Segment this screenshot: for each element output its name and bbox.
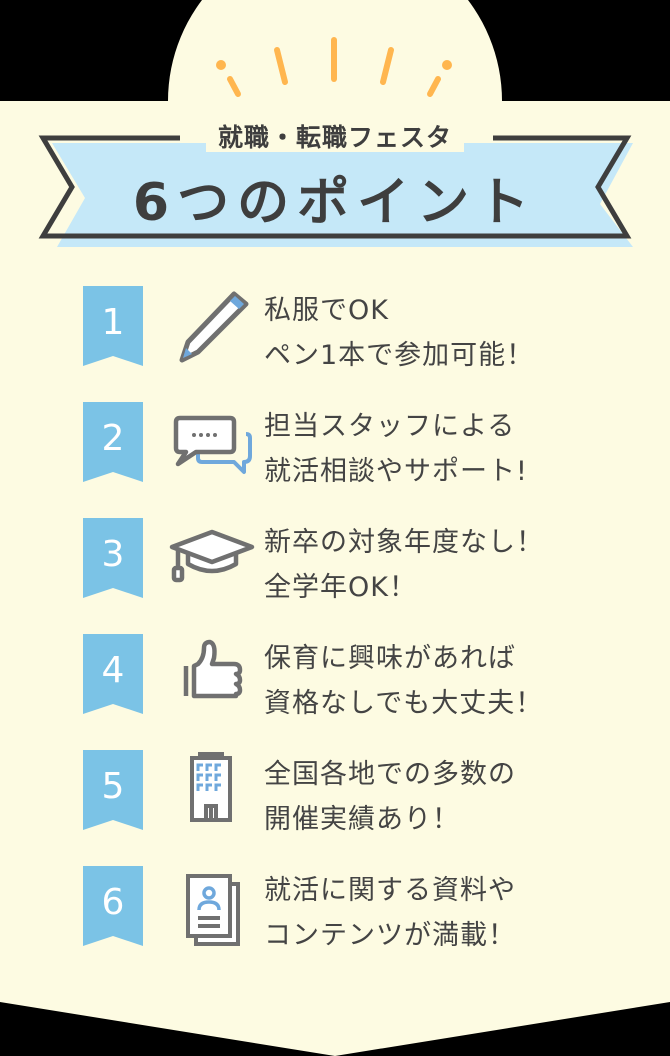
pencil-icon (179, 291, 249, 363)
point-text: 就活に関する資料や コンテンツが満載！ (264, 875, 516, 951)
building-icon (190, 752, 232, 822)
sunburst-icon (216, 37, 452, 97)
documents-profile-icon (186, 874, 240, 946)
point-text: 新卒の対象年度なし！ 全学年OK！ (264, 527, 544, 603)
number-badge: 6 (83, 866, 143, 946)
event-subtitle: 就職・転職フェスタ (0, 118, 670, 154)
point-text: 私服でOK ペン1本で参加可能！ (264, 295, 535, 371)
point-item-1: 1 私服でOK ペン1本で参加可能！ (0, 286, 670, 386)
thumbs-up-icon (183, 639, 243, 699)
point-text: 保育に興味があれば 資格なしでも大丈夫！ (264, 643, 544, 719)
point-item-4: 4 保育に興味があれば 資格なしでも大丈夫！ (0, 634, 670, 734)
page-title: 6つのポイント (132, 173, 538, 233)
point-item-6: 6 就活に関する資料や コンテンツが満載！ (0, 866, 670, 966)
number-badge: 5 (83, 750, 143, 830)
point-item-3: 3 新卒の対象年度なし！ 全学年OK！ (0, 518, 670, 618)
number-badge: 3 (83, 518, 143, 598)
chat-bubbles-icon (173, 415, 252, 474)
point-text: 担当スタッフによる 就活相談やサポート! (264, 411, 528, 487)
point-text: 全国各地での多数の 開催実績あり！ (264, 759, 516, 835)
number-badge: 4 (83, 634, 143, 714)
title-ribbon (38, 135, 633, 247)
number-badge: 1 (83, 286, 143, 366)
point-item-5: 5 全国各地での多数の 開催実績あり！ (0, 750, 670, 850)
point-item-2: 2 担当スタッフによる 就活相談やサポート! (0, 402, 670, 502)
number-badge: 2 (83, 402, 143, 482)
graduation-cap-icon (169, 529, 255, 583)
